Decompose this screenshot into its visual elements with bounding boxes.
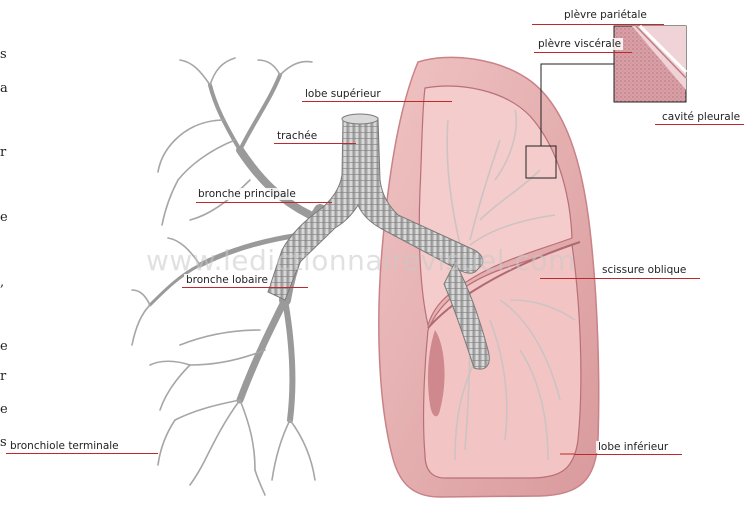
leader-scissure-oblique: [540, 278, 700, 279]
pleura-inset: [614, 26, 686, 102]
leader-lobe-superieur: [302, 101, 452, 102]
label-plevre-viscerale: plèvre viscérale: [536, 38, 623, 50]
leader-cavite-pleurale: [655, 124, 744, 125]
leader-plevre-viscerale: [534, 52, 632, 53]
leader-trachee: [274, 143, 356, 144]
label-bronchiole-terminale: bronchiole terminale: [8, 440, 121, 452]
leader-plevre-parietale: [532, 24, 664, 25]
label-cavite-pleurale: cavité pleurale: [660, 111, 742, 123]
leader-lobe-inferieur: [575, 454, 682, 455]
watermark: www.ledictionnairevisuel.com: [146, 244, 576, 277]
leader-bronche-lobaire: [182, 287, 308, 288]
label-bronche-principale: bronche principale: [196, 188, 298, 200]
label-lobe-superieur: lobe supérieur: [303, 88, 383, 100]
label-lobe-inferieur: lobe inférieur: [596, 441, 670, 453]
label-scissure-oblique: scissure oblique: [600, 264, 688, 276]
leader-bronchiole-terminale: [6, 453, 158, 454]
leader-bronche-principale: [196, 202, 332, 203]
label-bronche-lobaire: bronche lobaire: [184, 274, 270, 286]
label-plevre-parietale: plèvre pariétale: [562, 9, 649, 21]
label-trachee: trachée: [275, 130, 319, 142]
